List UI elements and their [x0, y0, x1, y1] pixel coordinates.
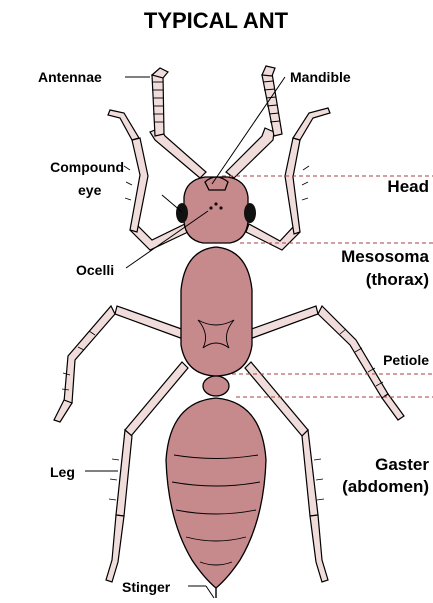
head [176, 177, 256, 243]
gaster [166, 398, 266, 598]
compound-eye-left [176, 203, 188, 223]
label-antennae: Antennae [38, 69, 102, 85]
label-mesosoma-line2: (thorax) [366, 270, 429, 289]
ocellus-top [214, 202, 217, 205]
label-mandible: Mandible [290, 69, 351, 85]
label-gaster-line2: (abdomen) [342, 477, 429, 496]
label-compound-eye-line2: eye [78, 182, 102, 198]
antennae [150, 66, 282, 178]
label-head: Head [387, 177, 429, 196]
mesosoma [181, 247, 252, 376]
compound-eye-right [244, 203, 256, 223]
diagram-title: TYPICAL ANT [144, 8, 289, 33]
ocellus-left [209, 206, 212, 209]
label-compound-eye-line1: Compound [50, 159, 124, 175]
label-mesosoma-line1: Mesosoma [341, 247, 429, 266]
label-stinger: Stinger [122, 579, 171, 595]
ocellus-right [219, 206, 222, 209]
label-petiole: Petiole [383, 352, 429, 368]
label-ocelli: Ocelli [76, 262, 114, 278]
mandible-shape [205, 177, 228, 190]
label-gaster-line1: Gaster [375, 455, 429, 474]
petiole [203, 376, 229, 396]
label-leg: Leg [50, 464, 75, 480]
